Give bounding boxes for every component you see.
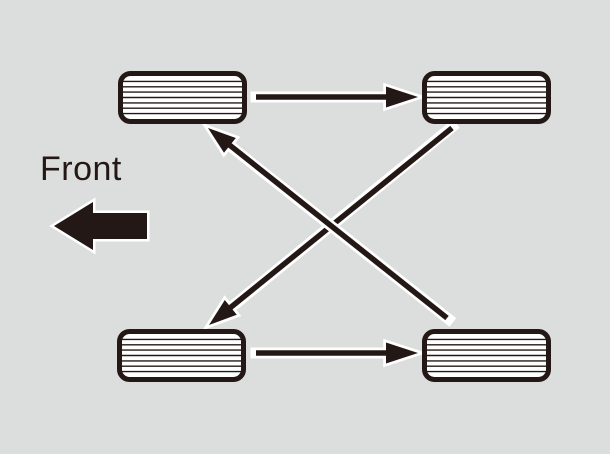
rotation-arrow-front-right-to-rear-left [202, 119, 460, 331]
front-left-tire-icon [121, 74, 245, 122]
rear-right-tire-icon [425, 332, 549, 380]
rotation-arrow-front-left-to-front-right [250, 82, 427, 112]
front-label: Front [40, 150, 122, 188]
rear-left-tire-icon [120, 332, 244, 380]
rotation-arrow-rear-left-to-rear-right [250, 338, 427, 368]
front-direction-arrow-icon [49, 197, 150, 255]
rotation-arrow-rear-right-to-front-left [201, 122, 457, 327]
front-right-tire-icon [425, 74, 549, 122]
